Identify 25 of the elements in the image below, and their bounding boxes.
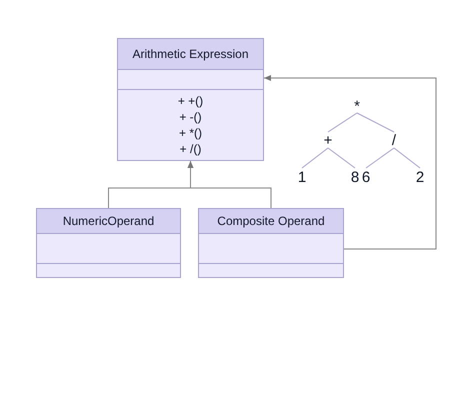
arrow (264, 75, 436, 250)
class-box (198, 208, 344, 278)
method-signature: + *() (178, 126, 202, 140)
class-name: Arithmetic Expression (132, 46, 249, 63)
class-name: Composite Operand (217, 213, 325, 230)
tree-node-label: + (322, 132, 334, 148)
tree-branch (328, 112, 358, 132)
class-box (117, 38, 264, 161)
class-box (36, 208, 181, 278)
method-signature: + /() (180, 142, 202, 156)
tree-branch (356, 112, 394, 132)
arrow (188, 160, 272, 208)
tree-node-label: 2 (414, 168, 426, 186)
tree-branch (366, 148, 394, 168)
tree-node-label: 1 (296, 168, 308, 186)
tree-node-label: 6 (361, 168, 371, 186)
tree-node-label: / (388, 132, 400, 148)
tree-node-label: 8 (350, 168, 360, 186)
method-signature: + +() (178, 94, 204, 108)
tree-node-label: * (351, 99, 363, 113)
tree-branch (302, 148, 328, 168)
class-name: NumericOperand (62, 213, 154, 230)
tree-branch (328, 148, 356, 168)
method-signature: + -() (179, 110, 202, 124)
tree-branch (394, 148, 420, 168)
